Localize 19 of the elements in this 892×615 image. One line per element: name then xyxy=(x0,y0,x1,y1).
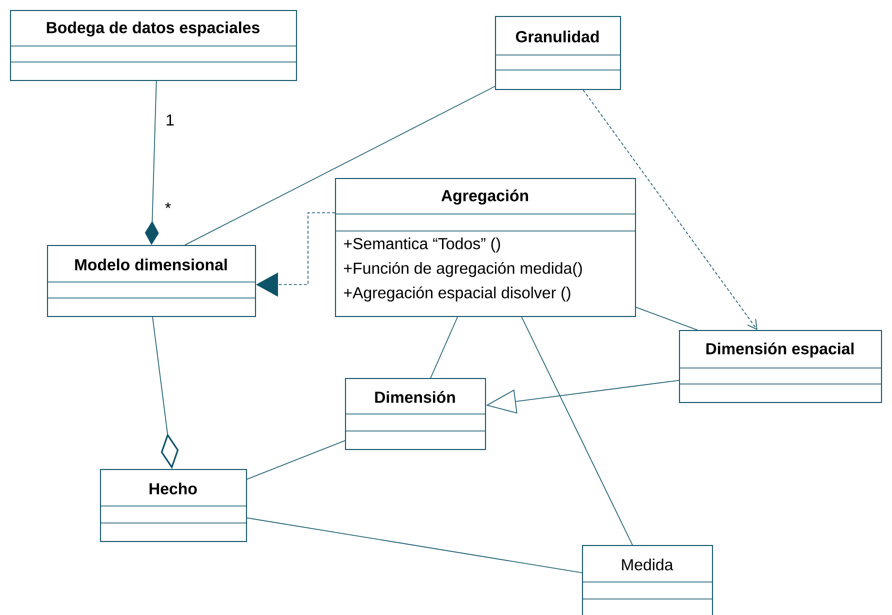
connector xyxy=(144,80,159,245)
connector xyxy=(256,212,336,297)
class-box: Bodega de datos espaciales xyxy=(10,10,297,81)
multiplicity-label: * xyxy=(165,202,171,208)
connector xyxy=(582,90,758,330)
connector xyxy=(184,86,496,246)
class-box: Modelo dimensional xyxy=(46,245,256,317)
connector xyxy=(521,316,633,546)
class-box: Dimensión espacial xyxy=(678,330,882,403)
connector xyxy=(246,440,346,480)
class-box: Medida xyxy=(582,545,713,615)
class-box: Dimensión xyxy=(344,378,486,450)
connector xyxy=(636,306,698,330)
connector xyxy=(246,518,582,574)
multiplicity-label: 1 xyxy=(166,114,174,126)
connector xyxy=(430,316,458,378)
class-box: Granulidad xyxy=(494,16,621,90)
class-box: Agregación +Semantica “Todos” () +Función de agregación medida() +Agregación espacial disolver () xyxy=(334,178,636,317)
class-box: Hecho xyxy=(100,469,247,542)
